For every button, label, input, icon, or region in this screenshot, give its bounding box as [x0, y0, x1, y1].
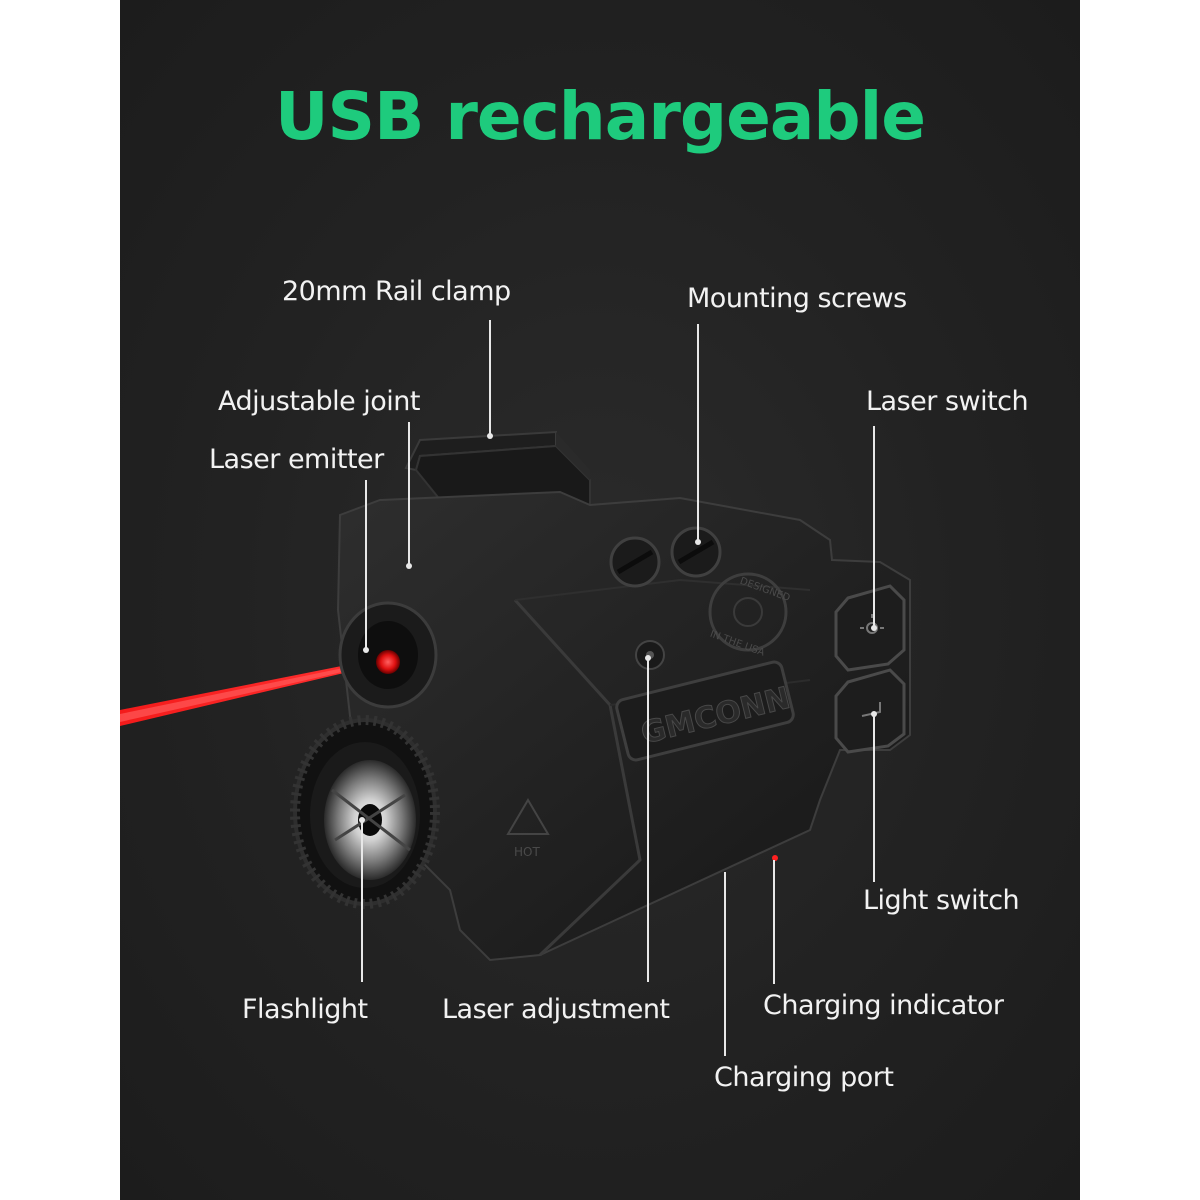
label-mounting-screws: Mounting screws — [687, 283, 907, 314]
flashlight — [290, 715, 440, 909]
leader-lines — [361, 320, 875, 1056]
hot-warning-triangle: HOT — [506, 798, 550, 859]
light-switch-button[interactable] — [834, 668, 906, 754]
label-laser-emitter: Laser emitter — [209, 444, 384, 475]
label-adjustable-joint: Adjustable joint — [218, 386, 421, 417]
warning-text: HOT — [514, 845, 540, 859]
leader-dots — [359, 433, 877, 823]
label-laser-switch: Laser switch — [866, 386, 1029, 417]
mounting-screws — [609, 526, 722, 588]
label-rail-clamp: 20mm Rail clamp — [282, 276, 511, 307]
label-charging-indicator: Charging indicator — [763, 990, 1004, 1021]
headline: USB rechargeable — [274, 78, 926, 155]
label-flashlight: Flashlight — [242, 994, 368, 1025]
device-illustration: DESIGNED IN THE USA GMCONN HOT — [120, 320, 911, 1056]
charging-indicator-light — [772, 855, 778, 861]
laser-beam — [120, 658, 382, 726]
label-laser-adjustment: Laser adjustment — [442, 994, 670, 1025]
product-infographic: USB rechargeable — [120, 0, 1080, 1200]
laser-emitter — [338, 601, 438, 709]
laser-adjustment-dial — [635, 640, 665, 670]
laser-switch-button[interactable] — [834, 584, 906, 672]
label-light-switch: Light switch — [863, 885, 1020, 916]
label-charging-port: Charging port — [714, 1062, 894, 1093]
